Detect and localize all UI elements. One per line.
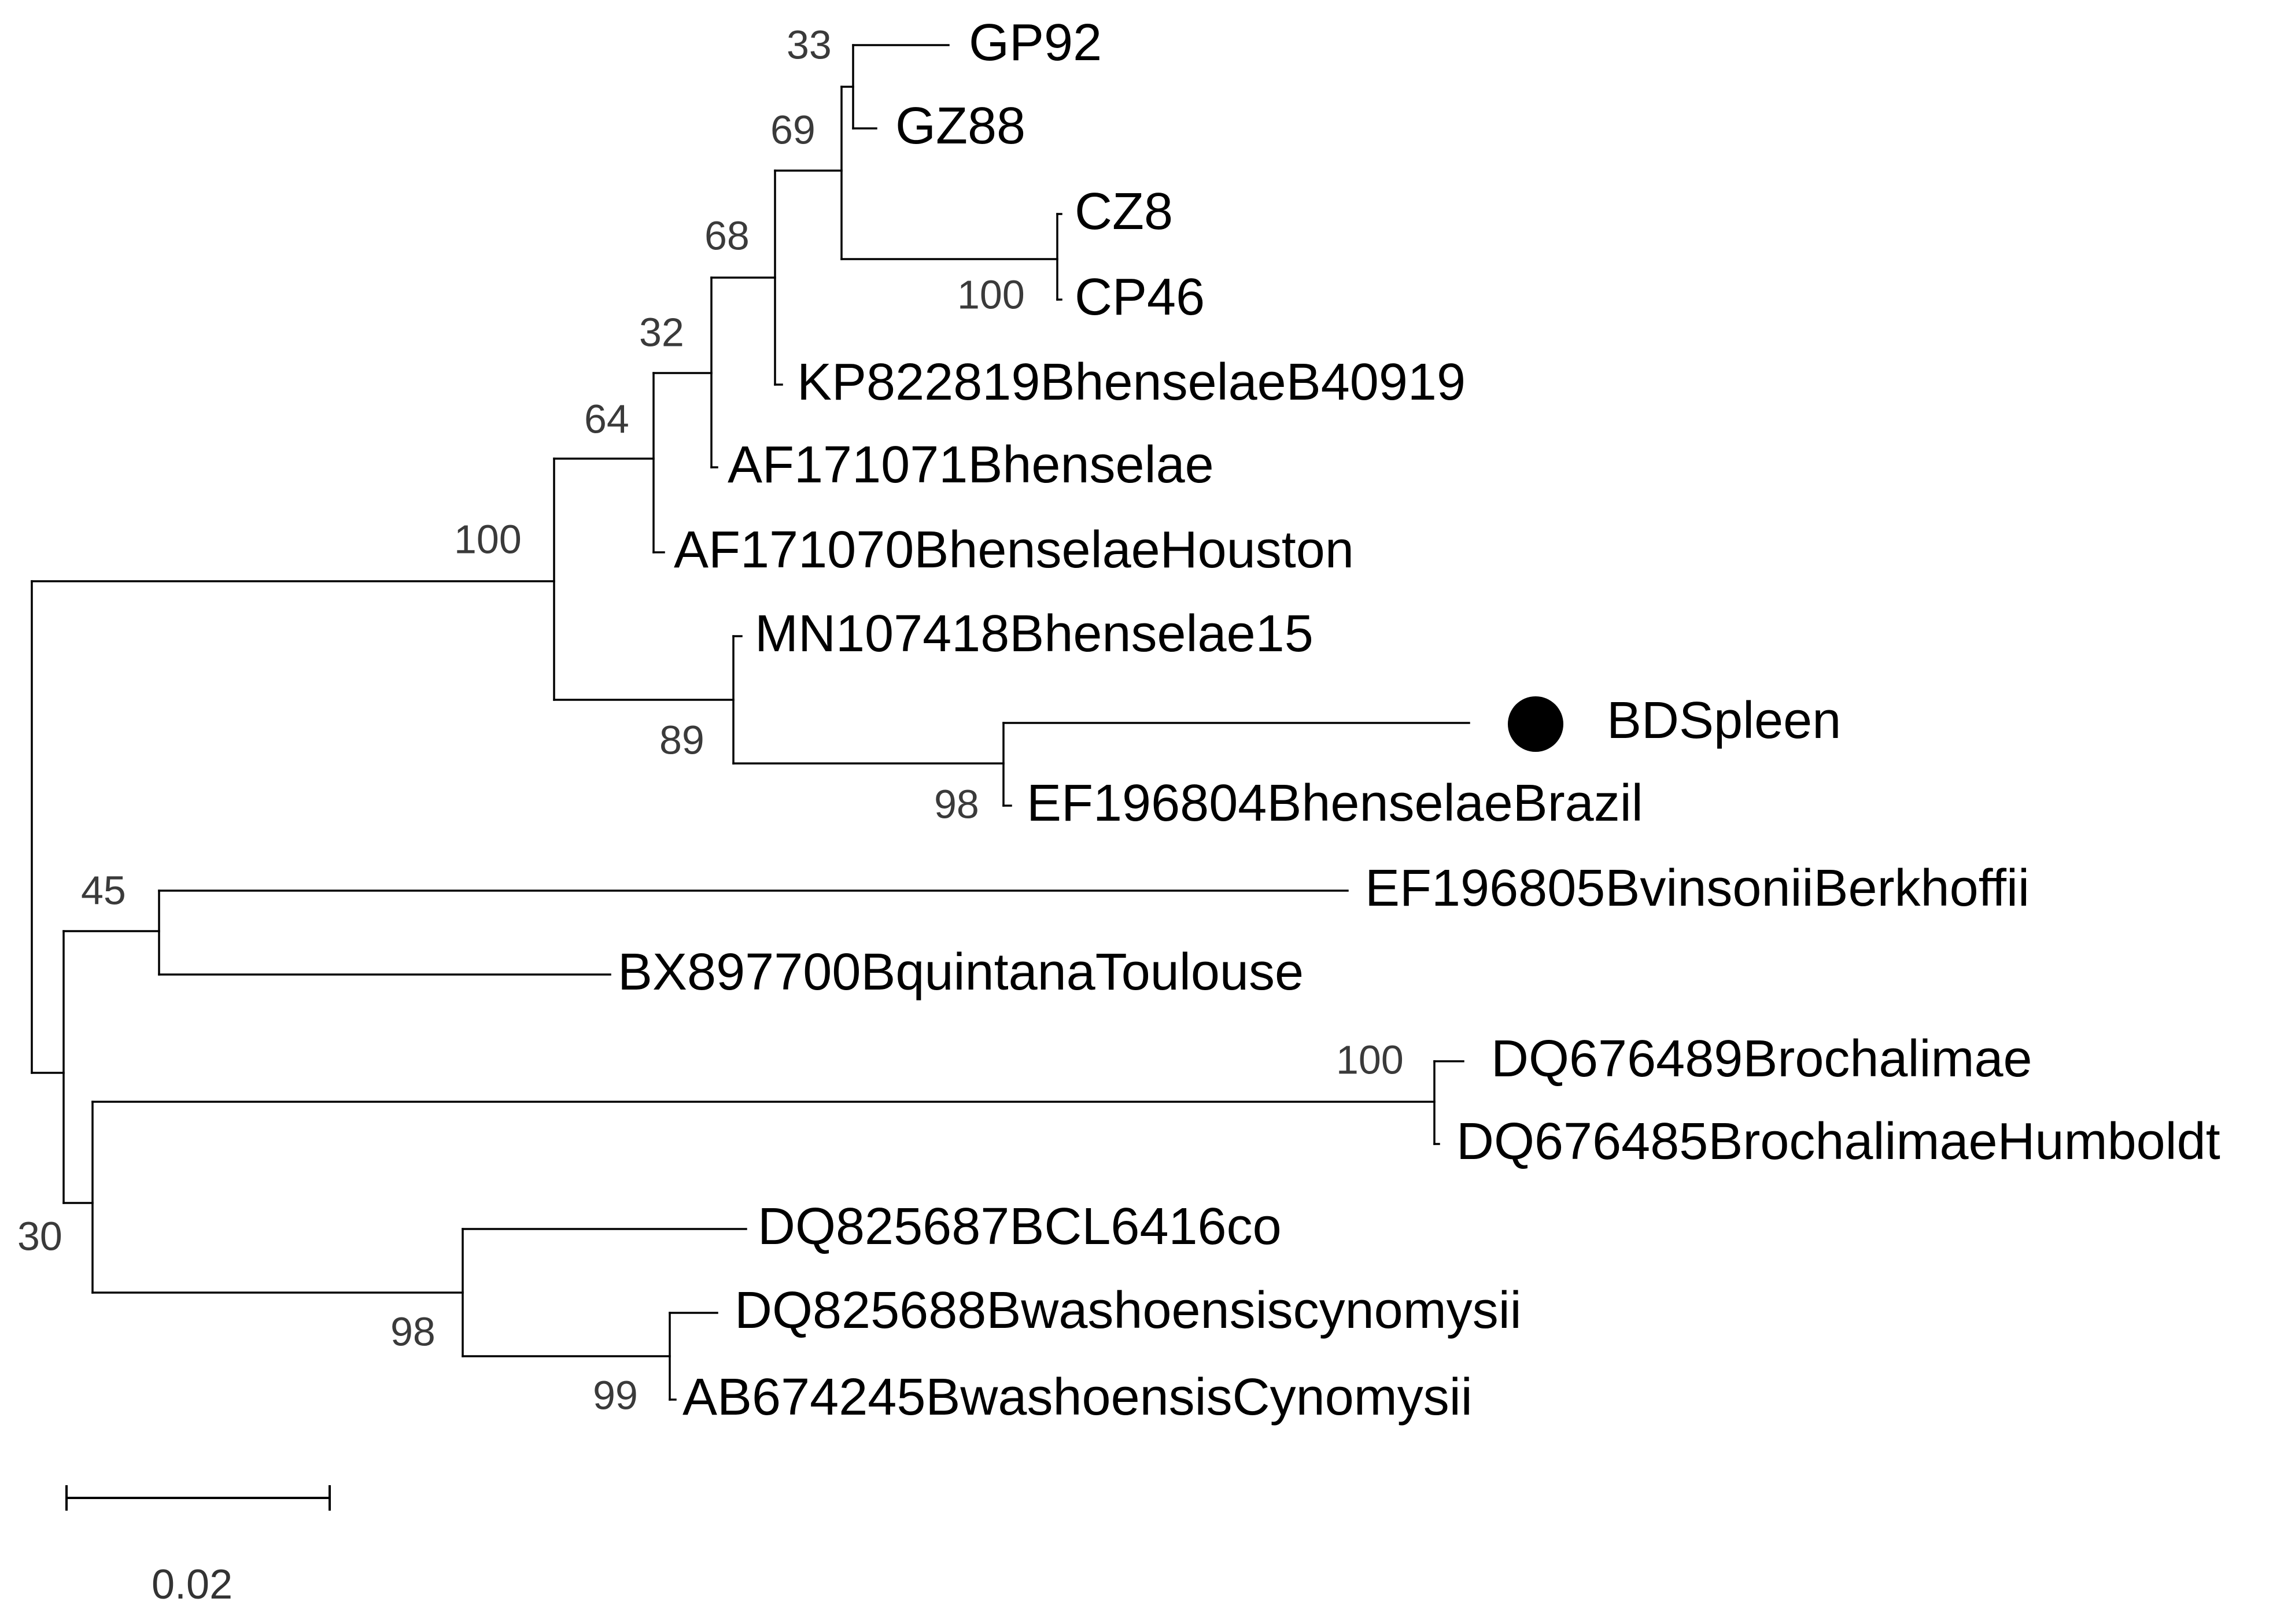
taxon-label: AF171071Bhenselae [728, 436, 1214, 494]
bootstrap-values: 33 69 68 100 32 64 100 89 98 45 100 30 9… [17, 22, 1404, 1418]
taxon-label: DQ825688Bwashoensiscynomysii [735, 1282, 1522, 1339]
taxon-label: BX897700BquintanaToulouse [618, 943, 1304, 1001]
support-value: 45 [81, 868, 126, 913]
taxon-label: GP92 [969, 14, 1102, 72]
taxon-label: CP46 [1075, 268, 1205, 326]
support-value: 68 [704, 213, 750, 258]
support-value: 100 [957, 272, 1025, 317]
taxon-label: DQ825687BCL6416co [758, 1198, 1282, 1256]
scale-bar-group: 0.02 [65, 1485, 331, 1608]
taxon-label: DQ676489Brochalimae [1491, 1030, 2032, 1088]
taxon-label: GZ88 [895, 97, 1025, 155]
taxon-label: DQ676485BrochalimaeHumboldt [1456, 1113, 2220, 1171]
taxon-label: EF196804BhenselaeBrazil [1027, 774, 1643, 832]
taxon-labels: GP92 GZ88 CZ8 CP46 KP822819BhenselaeB409… [618, 14, 2220, 1426]
support-value: 64 [584, 396, 629, 441]
support-value: 98 [934, 781, 979, 826]
taxon-label: AB674245BwashoensisCynomysii [682, 1368, 1473, 1426]
support-value: 89 [659, 717, 704, 762]
scale-bar-label: 0.02 [152, 1562, 233, 1608]
tree-branches [31, 44, 1470, 1401]
taxon-label: AF171070BhenselaeHouston [674, 521, 1354, 579]
bdspleen-marker-icon [1508, 696, 1563, 752]
support-value: 30 [17, 1213, 62, 1258]
support-value: 100 [1336, 1037, 1404, 1082]
support-value: 32 [639, 309, 684, 355]
support-value: 69 [770, 107, 816, 152]
taxon-label: BDSpleen [1607, 692, 1841, 750]
scale-bar [65, 1485, 331, 1511]
support-value: 100 [454, 516, 522, 562]
taxon-label: EF196805BvinsoniiBerkhoffii [1365, 859, 2030, 917]
taxon-label: MN107418Bhenselae15 [755, 605, 1313, 663]
support-value: 98 [390, 1309, 436, 1354]
taxon-label: KP822819BhenselaeB40919 [797, 353, 1466, 411]
support-value: 33 [787, 22, 832, 67]
support-value: 99 [593, 1372, 638, 1418]
taxon-label: CZ8 [1075, 183, 1173, 241]
